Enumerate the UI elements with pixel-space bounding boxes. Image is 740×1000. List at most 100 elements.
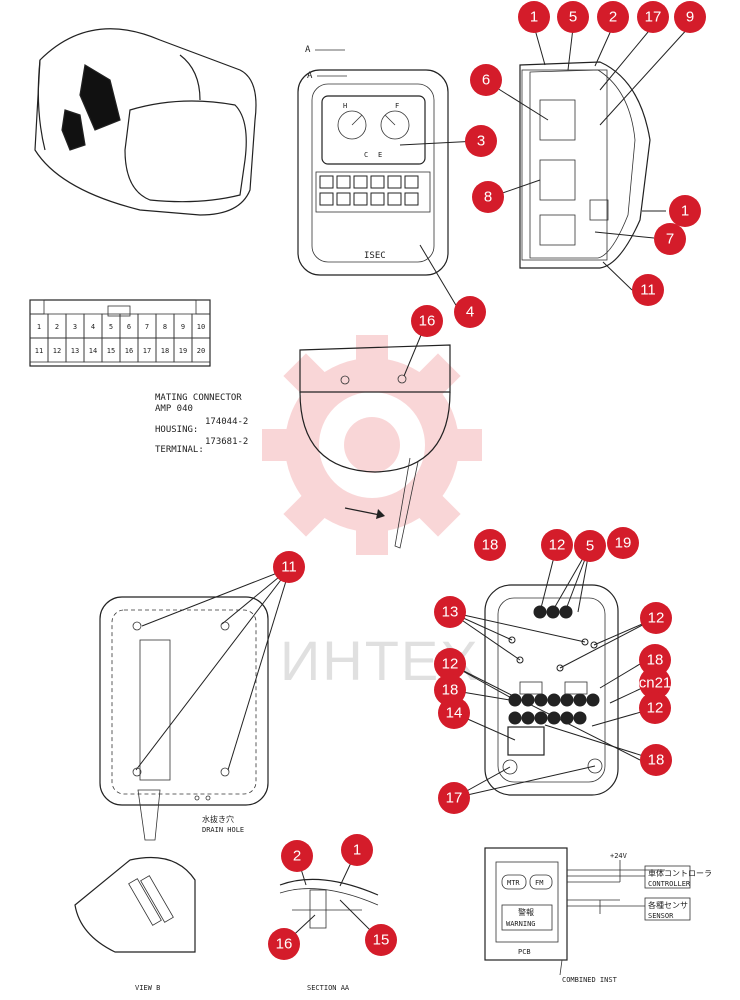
- callout-circle: [541, 529, 573, 561]
- callout-circle: [465, 125, 497, 157]
- callout-number: 12: [648, 610, 665, 627]
- pcb-button: [560, 711, 574, 725]
- pcb-button: [586, 693, 600, 707]
- pcb-btn-fm: FM: [535, 879, 543, 887]
- voltage-label: +24V: [610, 852, 628, 860]
- pcb-button: [581, 638, 589, 646]
- callout-marker: 12: [639, 692, 671, 724]
- callout-marker: 5: [574, 530, 606, 562]
- callout-marker: 1: [341, 834, 373, 866]
- connector-pin-cell: [191, 337, 211, 363]
- callout-circle: [434, 648, 466, 680]
- pcb-button: [547, 693, 561, 707]
- callout-number: 12: [442, 656, 459, 673]
- connector-pin-number: 13: [71, 347, 79, 355]
- callout-circle: [472, 181, 504, 213]
- housing-label: HOUSING:: [155, 425, 198, 435]
- connector-pin-number: 19: [179, 347, 187, 355]
- callout-number: 12: [549, 537, 566, 554]
- pcb-button: [521, 711, 535, 725]
- mating-connector-title: MATING CONNECTOR: [155, 393, 242, 403]
- callout-marker: 12: [541, 529, 573, 561]
- connector-pin-number: 5: [109, 323, 113, 331]
- section-aa-sketch: SECTION AA: [279, 878, 379, 992]
- callout-marker: 13: [434, 596, 466, 628]
- callout-marker: 1: [669, 195, 701, 227]
- callout-circle: [640, 602, 672, 634]
- combined-inst-diagram: MTR FM 警報 WARNING PCB +24V 車体コントローラ CONT…: [484, 847, 712, 984]
- callout-number: 2: [609, 9, 617, 26]
- callout-circle: [365, 924, 397, 956]
- pcb-label: PCB: [518, 948, 531, 956]
- connector-pin-number: 7: [145, 323, 149, 331]
- callout-circle: [639, 692, 671, 724]
- callout-marker: 2: [281, 840, 313, 872]
- callout-marker: 18: [639, 644, 671, 676]
- pcb-button: [534, 693, 548, 707]
- callout-marker: 11: [273, 551, 305, 583]
- callout-circle: [574, 530, 606, 562]
- callout-number: 2: [293, 848, 301, 865]
- callout-marker: 4: [454, 296, 486, 328]
- callout-number: 7: [666, 231, 674, 248]
- drain-hole-jp: 水抜き穴: [202, 814, 234, 824]
- callout-marker: 15: [365, 924, 397, 956]
- callout-number: 17: [446, 790, 463, 807]
- mating-connector-info: MATING CONNECTOR AMP 040 174044-2 HOUSIN…: [155, 393, 248, 455]
- callout-number: 18: [482, 537, 499, 554]
- callout-number: 18: [648, 752, 665, 769]
- warning-en: WARNING: [506, 920, 536, 928]
- callout-marker: 11: [632, 274, 664, 306]
- terminal-part-number: 173681-2: [205, 437, 248, 447]
- callout-circle: [454, 296, 486, 328]
- connector-pin-number: 6: [127, 323, 131, 331]
- callout-circle: [674, 1, 706, 33]
- controller-jp: 車体コントローラ: [648, 868, 712, 878]
- callout-marker: cn21: [639, 667, 672, 699]
- callout-number: 18: [442, 682, 459, 699]
- pcb-button: [573, 693, 587, 707]
- connector-pin-number: 16: [125, 347, 133, 355]
- callout-number: 5: [569, 9, 577, 26]
- callout-number: 11: [281, 559, 297, 576]
- cab-sketch: [34, 28, 257, 216]
- callout-number: 12: [647, 700, 664, 717]
- callout-marker: 8: [472, 181, 504, 213]
- watermark-gear-logo: [262, 335, 482, 555]
- drain-hole-en: DRAIN HOLE: [202, 826, 244, 834]
- pcb-button: [508, 636, 516, 644]
- callout-circle: [438, 782, 470, 814]
- callout-marker: 17: [637, 1, 669, 33]
- callout-circle: [632, 274, 664, 306]
- pcb-button: [560, 693, 574, 707]
- terminal-label: TERMINAL:: [155, 445, 204, 455]
- connector-pin-number: 3: [73, 323, 77, 331]
- mating-connector-model: AMP 040: [155, 404, 193, 414]
- panel-brand-label: ISEC: [364, 251, 386, 261]
- connector-pin-number: 1: [37, 323, 41, 331]
- callout-circle: [273, 551, 305, 583]
- callout-circle: [637, 1, 669, 33]
- pcb-button: [559, 605, 573, 619]
- connector-pin-number: 20: [197, 347, 205, 355]
- callout-number: 3: [477, 133, 485, 150]
- section-mark-a2: A: [307, 71, 313, 81]
- callout-circle: [518, 1, 550, 33]
- rear-pcb-view: [484, 584, 619, 796]
- callout-number: cn21: [639, 675, 672, 692]
- callout-number: 4: [466, 304, 474, 321]
- connector-pin-number: 18: [161, 347, 169, 355]
- callout-circle: [411, 305, 443, 337]
- pcb-button: [590, 641, 598, 649]
- callout-marker: 9: [674, 1, 706, 33]
- callout-circle: [438, 697, 470, 729]
- callout-circle: [654, 223, 686, 255]
- housing-part-number: 174044-2: [205, 417, 248, 427]
- sensor-jp: 各種センサ: [648, 900, 688, 910]
- connector-pin-number: 8: [163, 323, 167, 331]
- callout-marker: 7: [654, 223, 686, 255]
- callout-marker: 18: [640, 744, 672, 776]
- callout-number: 11: [640, 282, 656, 299]
